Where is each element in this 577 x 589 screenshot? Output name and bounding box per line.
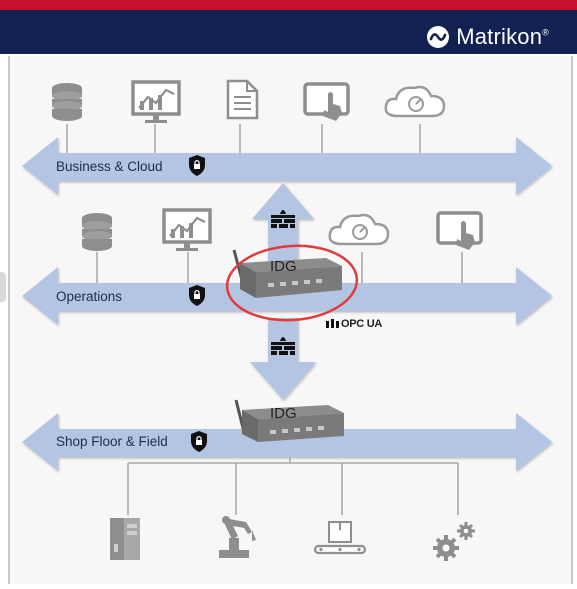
highlight-ellipse (225, 244, 359, 322)
shop-floor-arrow (22, 413, 552, 471)
field-bus-lines (127, 457, 459, 515)
opc-ua-label: OPC UA (341, 318, 382, 330)
operations-arrow (22, 267, 552, 325)
cabinet-icon (110, 518, 140, 560)
idg-device (234, 399, 344, 442)
operations-connectors (96, 252, 463, 283)
touch-tablet-icon (303, 82, 350, 121)
operations-label: Operations (56, 289, 123, 304)
monitor-chart-icon (131, 80, 181, 123)
shield-icon (191, 431, 207, 452)
down-arrow (250, 318, 316, 400)
robot-arm-icon (219, 516, 256, 558)
up-arrow (252, 183, 314, 262)
touch-tablet-icon (436, 211, 483, 250)
brand-logo: Matrikon® (426, 24, 549, 50)
idg-label: IDG (270, 258, 297, 275)
idg-device (232, 249, 342, 298)
opc-logo-icon (326, 319, 339, 328)
cloud-icon (328, 213, 390, 246)
firewall-icon (271, 337, 295, 355)
business-connectors (66, 124, 421, 153)
gears-icon (433, 522, 475, 561)
matrikon-swirl-icon (427, 26, 450, 48)
brand-name: Matrikon® (456, 24, 549, 49)
side-tab (0, 272, 6, 302)
header-bar: Matrikon® (0, 10, 577, 54)
shield-icon (189, 155, 205, 176)
shield-icon (189, 285, 205, 306)
monitor-chart-icon (162, 208, 212, 251)
top-accent-bar (0, 0, 577, 10)
business-cloud-arrow (22, 137, 552, 195)
document-icon (226, 79, 259, 120)
firewall-icon (271, 210, 295, 228)
database-icon (82, 213, 112, 251)
conveyor-icon (313, 521, 367, 555)
cloud-icon (384, 85, 446, 118)
database-icon (52, 83, 82, 121)
business-cloud-label: Business & Cloud (56, 159, 163, 174)
shop-floor-label: Shop Floor & Field (56, 434, 168, 449)
idg-label: IDG (270, 405, 297, 422)
